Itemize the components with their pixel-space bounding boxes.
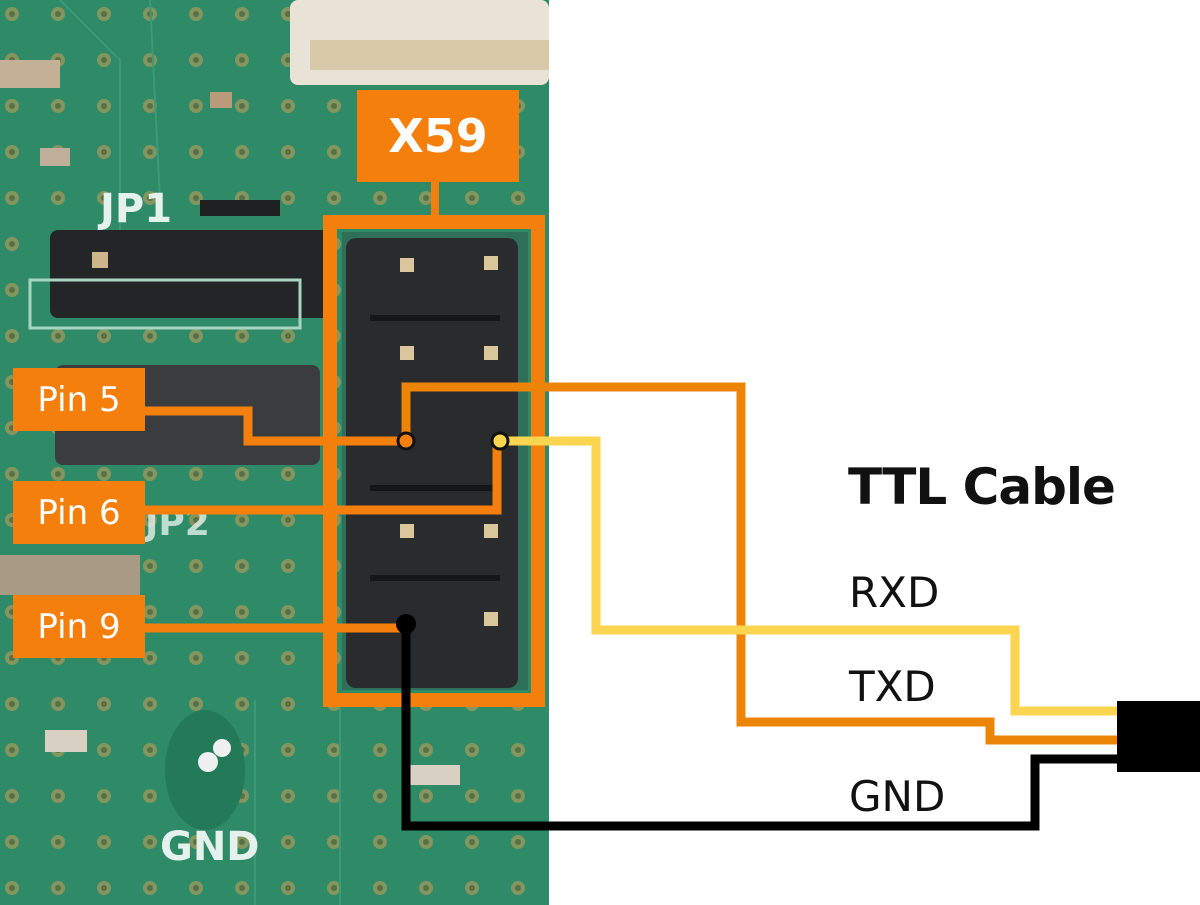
- x59-connector-label: X59: [357, 90, 519, 182]
- wire-rxd: [502, 436, 1118, 716]
- signal-txd-label: TXD: [849, 662, 936, 711]
- pin5-label: Pin 5: [13, 368, 145, 431]
- wire-txd: [401, 382, 1118, 745]
- x59-highlight-box: [323, 215, 545, 707]
- pin9-label: Pin 9: [13, 595, 145, 658]
- silkscreen-jp1: JP1: [97, 186, 172, 232]
- pin5-leader-line: [145, 406, 402, 446]
- wire-gnd: [401, 625, 1118, 831]
- silkscreen-gnd: GND: [160, 824, 260, 870]
- pin6-dot: [490, 431, 510, 451]
- pin6-leader-line: [145, 446, 502, 515]
- ttl-cable-connector: [1117, 701, 1200, 772]
- signal-gnd-label: GND: [849, 772, 946, 821]
- jp1-jumper: [50, 230, 330, 318]
- pin5-dot: [396, 431, 416, 451]
- signal-rxd-label: RXD: [849, 568, 940, 617]
- ttl-cable-title: TTL Cable: [848, 458, 1116, 516]
- pin6-label: Pin 6: [13, 481, 145, 544]
- pin9-dot: [396, 614, 416, 634]
